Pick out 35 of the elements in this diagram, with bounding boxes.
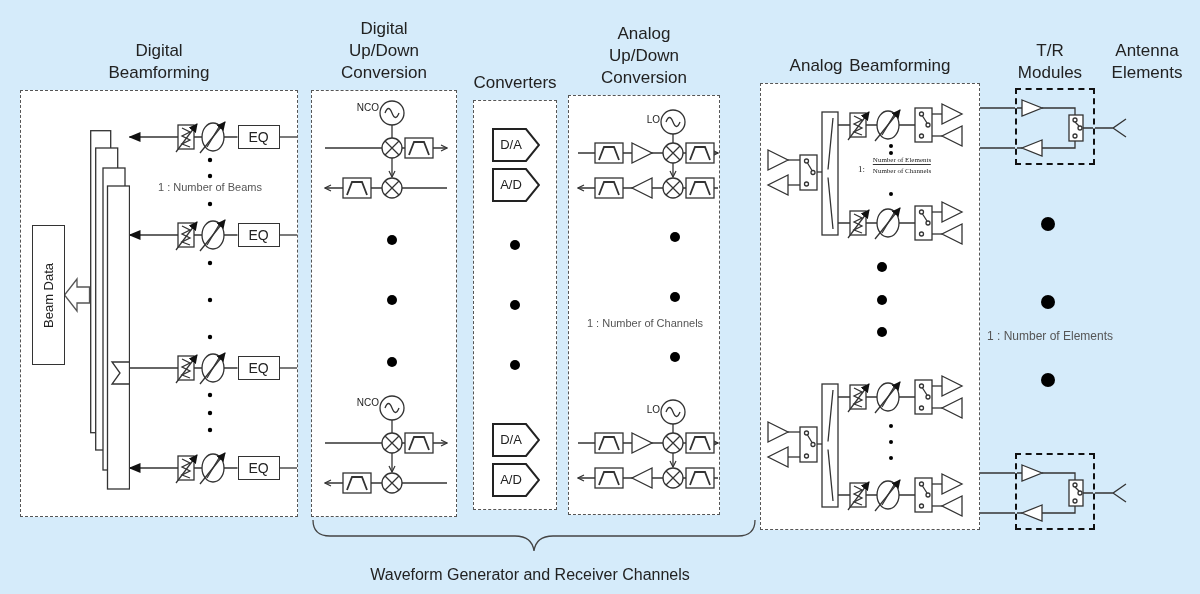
process-box: EQ (237, 455, 280, 480)
panel-heading: Converters (473, 72, 557, 94)
antenna-symbol (1103, 483, 1127, 503)
oscillator-label: LO (646, 114, 660, 126)
process-box: EQ (237, 222, 280, 247)
oscillator-label: LO (646, 404, 660, 416)
column-heading: T/R Modules (1016, 40, 1084, 84)
oscillator-label: NCO (356, 102, 379, 114)
process-box: EQ (237, 355, 280, 380)
process-box: EQ (237, 124, 280, 149)
converter-block: A/D (491, 462, 540, 497)
panel-heading: Digital Up/Down Conversion (340, 18, 428, 84)
process-box: Beam Data (31, 224, 65, 365)
connector-line (1094, 492, 1104, 494)
connector-line (979, 107, 1016, 109)
connector-line (979, 147, 1016, 149)
converter-block: D/A (491, 422, 540, 457)
column-heading: Antenna Elements (1111, 40, 1183, 84)
converter-block: A/D (491, 167, 540, 202)
combiner-drawing (89, 129, 130, 490)
arrow (63, 277, 91, 313)
count-label: 1 : Number of Beams (158, 181, 262, 194)
count-label: 1 : Number of Channels (586, 317, 704, 330)
connector-line (979, 512, 1016, 514)
count-label: 1 : Number of Elements (986, 330, 1114, 344)
ratio-label: 1: (858, 164, 865, 175)
converter-block: D/A (491, 127, 540, 162)
connector-line (979, 472, 1016, 474)
panel-heading: Digital Beamforming (107, 40, 211, 84)
panel-heading: Analog Beamforming (789, 55, 951, 77)
panel-heading: Analog Up/Down Conversion (600, 23, 688, 89)
connector-line (1094, 127, 1104, 129)
oscillator-label: NCO (356, 397, 379, 409)
brace-label: Waveform Generator and Receiver Channels (370, 566, 690, 585)
antenna-symbol (1103, 118, 1127, 138)
